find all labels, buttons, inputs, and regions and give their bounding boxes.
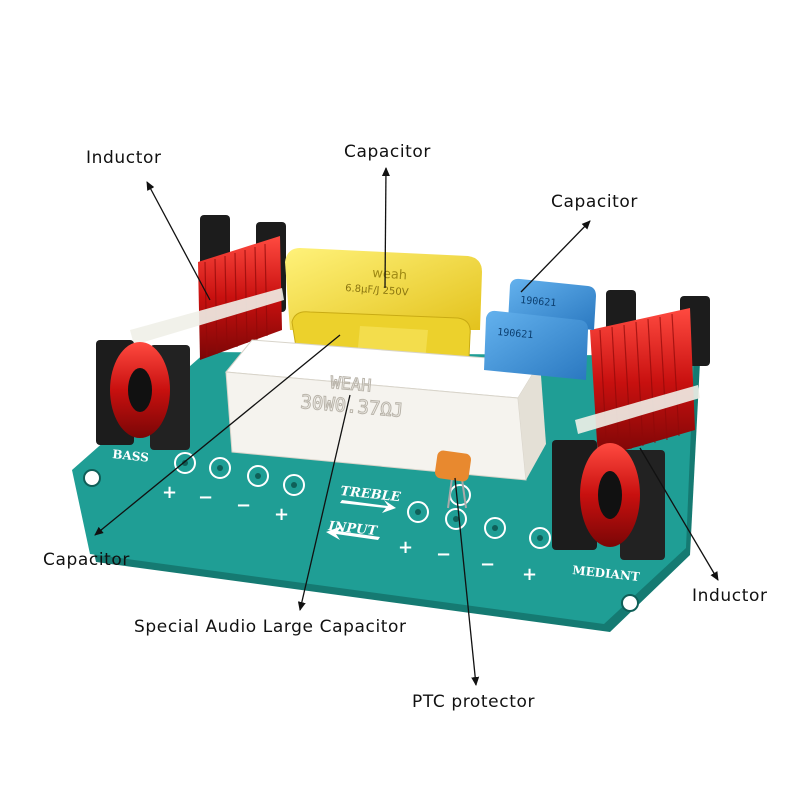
inductor-right: [552, 290, 710, 560]
silk-minus-1: −: [198, 487, 213, 508]
silk-minus-3: −: [436, 544, 451, 565]
input-arrow: [326, 526, 380, 540]
leader-inductor-right: [639, 447, 719, 581]
callout-lines: [94, 167, 719, 686]
label-inductor-left: Inductor: [86, 148, 162, 168]
silk-plus-2: +: [274, 504, 289, 525]
blue-capacitors: 190621 190621: [484, 278, 596, 380]
leader-capacitor-right: [520, 220, 591, 293]
silk-plus-4: +: [522, 564, 537, 585]
yellow-cap-brand: weah: [372, 266, 408, 283]
silk-minus-4: −: [480, 554, 495, 575]
label-capacitor-right: Capacitor: [551, 192, 639, 212]
label-ptc: PTC protector: [412, 692, 536, 712]
resistor-brand: WEAH: [330, 373, 373, 396]
label-special-audio: Special Audio Large Capacitor: [134, 617, 407, 637]
leader-ptc: [454, 477, 480, 686]
blue-cap-1-code: 190621: [520, 295, 557, 309]
label-capacitor-top: Capacitor: [344, 142, 432, 162]
silk-plus-3: +: [398, 537, 413, 558]
silk-treble: TREBLE: [340, 484, 403, 505]
leader-capacitor-left: [94, 334, 341, 536]
leader-capacitor-top: [381, 167, 390, 289]
mounting-hole: [83, 469, 101, 487]
label-inductor-right: Inductor: [692, 586, 768, 606]
ptc-component: [434, 450, 472, 509]
inductor-left: [96, 215, 286, 450]
silk-minus-2: −: [236, 495, 251, 516]
silk-bass: BASS: [112, 447, 150, 465]
label-capacitor-left: Capacitor: [43, 550, 131, 570]
leader-inductor-left: [146, 181, 211, 301]
silk-plus-1: +: [162, 482, 177, 503]
treble-arrow: [340, 500, 396, 513]
mounting-hole: [621, 594, 639, 612]
leader-special-audio: [297, 394, 351, 611]
yellow-cap-rating: 6.8μF/J 250V: [345, 283, 409, 298]
blue-cap-2-code: 190621: [497, 327, 534, 341]
